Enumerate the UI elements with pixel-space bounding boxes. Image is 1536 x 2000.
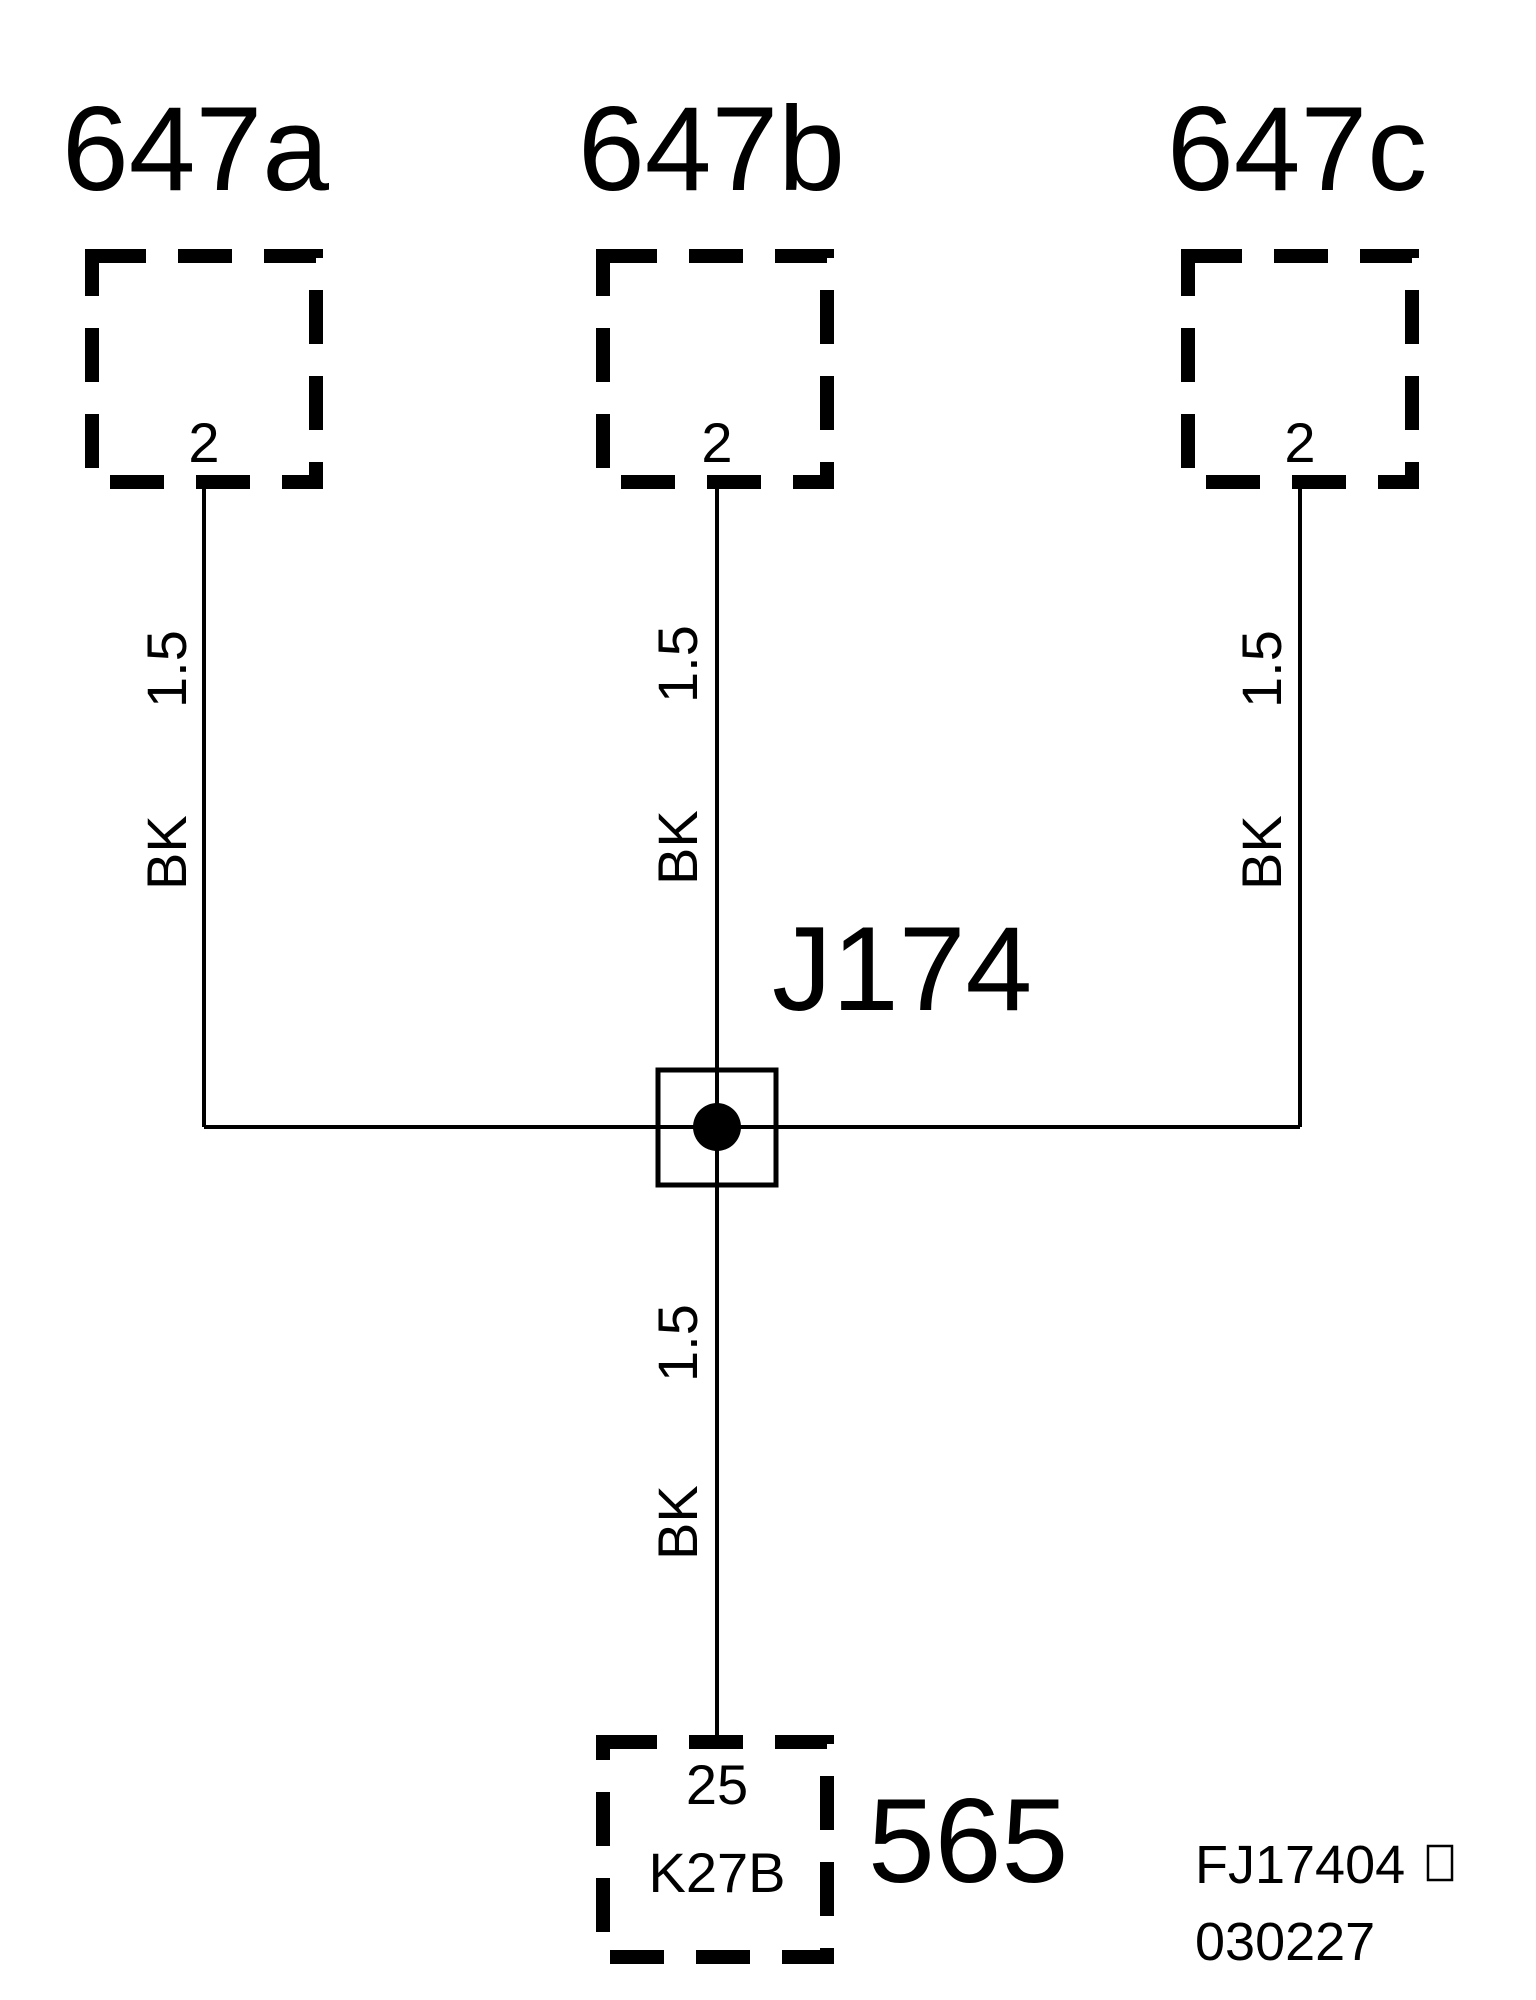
connector-565-pin: 25 xyxy=(686,1753,748,1816)
wire-647c-color: BK xyxy=(1230,815,1293,890)
wire-label-565: BK 1.5 xyxy=(646,1304,709,1560)
wire-label-647a: BK 1.5 xyxy=(135,630,198,890)
connector-647c: 647c 2 xyxy=(1167,82,1427,489)
splice-j174: J174 xyxy=(655,902,1032,1188)
connector-565-box xyxy=(596,1735,834,1964)
figure-reference: FJ17404 030227 xyxy=(1195,1835,1454,1972)
connector-565-label: 565 xyxy=(868,1774,1068,1908)
wire-565-color: BK xyxy=(646,1485,709,1560)
splice-label: J174 xyxy=(772,902,1032,1036)
wire-647a-gauge: 1.5 xyxy=(135,630,198,708)
splice-dot xyxy=(693,1103,741,1151)
connector-647b-label: 647b xyxy=(578,82,845,216)
missing-glyph-box xyxy=(1426,1844,1454,1882)
splice-box xyxy=(655,1067,779,1188)
connector-647c-pin: 2 xyxy=(1284,411,1315,474)
wire-565-gauge: 1.5 xyxy=(646,1304,709,1382)
wire-label-647b: BK 1.5 xyxy=(646,625,709,885)
wire-647b-color: BK xyxy=(646,810,709,885)
wire-647c-gauge: 1.5 xyxy=(1230,630,1293,708)
connector-565-code: K27B xyxy=(649,1841,786,1904)
connector-647c-label: 647c xyxy=(1167,82,1427,216)
wires xyxy=(202,482,1302,1742)
connector-647a: 647a 2 xyxy=(62,82,329,489)
wire-label-647c: BK 1.5 xyxy=(1230,630,1293,890)
figure-ref-date: 030227 xyxy=(1195,1912,1375,1972)
connector-647b: 647b 2 xyxy=(578,82,845,489)
connector-647a-label: 647a xyxy=(62,82,329,216)
connector-647a-pin: 2 xyxy=(188,411,219,474)
wire-647a-color: BK xyxy=(135,815,198,890)
wire-647b-gauge: 1.5 xyxy=(646,625,709,703)
figure-ref-code: FJ17404 xyxy=(1195,1835,1405,1895)
connector-565: 25 K27B 565 xyxy=(596,1735,1068,1964)
connector-647b-pin: 2 xyxy=(701,411,732,474)
